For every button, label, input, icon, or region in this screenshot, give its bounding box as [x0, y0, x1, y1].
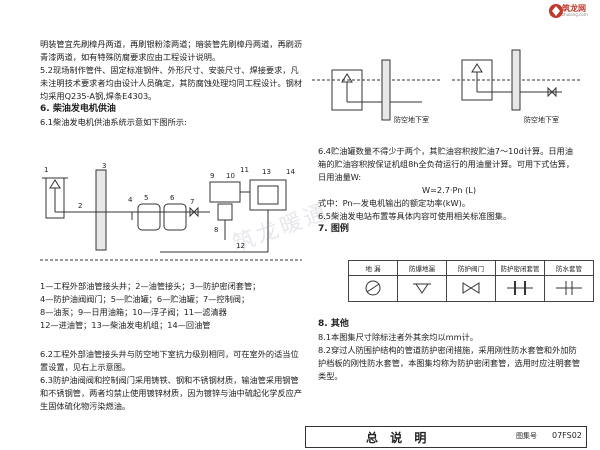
floor-drain-symbol	[348, 275, 398, 302]
diagram-label-5: 5	[144, 194, 148, 202]
symbol-legend-table: 地 漏 防爆地漏 防护阀门 防护密闭套管 防水套管	[348, 260, 594, 302]
logo-site: zhulong.com	[562, 12, 588, 17]
legend-line-1: 1—工程外部油管接头井；2—油管接头；3—防护密闭套管；	[40, 281, 261, 291]
sketch-label-a: 防空地下室	[394, 115, 429, 124]
legend-head-waterproof-sleeve: 防水套管	[544, 260, 594, 276]
heading-6: 6. 柴油发电机供油	[40, 104, 116, 114]
diagram-legend: 1—工程外部油管接头井；2—油管接头；3—防护密闭套管； 4—防护油阀阀门；5—…	[40, 280, 302, 332]
diagram-label-9: 9	[210, 172, 214, 180]
formula: W=2.7·Pn (L)	[421, 185, 477, 195]
heading-7: 7. 图例	[318, 224, 349, 234]
diagram-label-8: 8	[214, 226, 218, 234]
para-6-5: 6.5柴油发电站布置等具体内容可使用相关标准图集。	[318, 211, 512, 221]
diagram-label-11: 11	[240, 166, 249, 174]
legend-head-sealed-sleeve: 防护密闭套管	[495, 260, 545, 276]
fuel-supply-diagram: 1 2 3 4 5 6 7 8 9 10 11 12 13 14	[40, 162, 302, 261]
diagram-label-3: 3	[102, 162, 106, 170]
blast-drain-icon	[413, 283, 431, 294]
right-column-text: 6.4贮油罐数量不得少于两个，其贮油容积按贮油7～10d计算。日用油箱的贮油容积…	[318, 145, 580, 236]
para-6-4-note: 式中：Pn—发电机输出的额定功率(kW)。	[318, 198, 471, 208]
sealed-sleeve-symbol	[495, 275, 545, 302]
para-8-1: 8.1本图集尺寸除标注者外其余均以mm计。	[318, 332, 478, 342]
title-block: 总 说 明 图集号 07FS02	[305, 426, 587, 448]
diagram-label-1: 1	[44, 166, 48, 174]
diagram-label-14: 14	[286, 168, 295, 176]
valve-icon	[462, 281, 480, 294]
atlas-number: 07FS02	[552, 431, 582, 440]
legend-line-2: 4—防护油阀阀门；5—贮油罐；6—贮油罐；7—控制阀；	[40, 294, 250, 304]
sealed-sleeve-icon	[507, 280, 533, 295]
diagram-label-13: 13	[262, 168, 271, 176]
section-8: 8. 其他 8.1本图集尺寸除标注者外其余均以mm计。 8.2穿过人防围护结构的…	[318, 318, 580, 383]
diagram-label-2: 2	[78, 202, 82, 210]
legend-head-floor-drain: 地 漏	[348, 260, 398, 276]
diagram-label-12: 12	[236, 242, 245, 250]
para-8-2: 8.2穿过人防围护结构的管道防护密闭措施，采用刚性防水套管和外加防护档板的刚性防…	[318, 345, 581, 381]
para-6-1: 6.1柴油发电机供油系统示意如下图所示:	[40, 117, 187, 127]
diagram-label-7: 7	[190, 198, 194, 206]
floor-drain-icon	[365, 280, 381, 295]
heading-8: 8. 其他	[318, 319, 349, 329]
protective-valve-symbol	[446, 275, 496, 302]
zhulong-logo-icon	[549, 4, 563, 18]
blast-drain-symbol	[397, 275, 447, 302]
waterproof-sleeve-icon	[556, 280, 582, 295]
diagram-label-4: 4	[128, 196, 133, 204]
atlas-number-label: 图集号	[516, 432, 537, 440]
legend-head-blast-drain: 防爆地漏	[397, 260, 447, 276]
legend-line-3: 8—油泵；9—日用油箱；10—浮子阀；11—滤清器	[40, 307, 227, 317]
para-6-4: 6.4贮油罐数量不得少于两个，其贮油容积按贮油7～10d计算。日用油箱的贮油容积…	[318, 146, 575, 182]
left-column: 明装管宜先刷樟丹两道，再刷银粉漆两道；暗装管先刷樟丹两道，再刷沥青漆两道，如有特…	[40, 38, 302, 129]
para-5-2: 5.2现场制作管件、固定标准钢件、外形尺寸、安装尺寸、焊接要求，凡未注明技术要求…	[40, 65, 303, 101]
legend-line-4: 12—进油管；13—柴油发电机组；14—回油管	[40, 320, 211, 330]
sketch-label-b: 防空地下室	[524, 115, 559, 124]
well-sketches: 防空地下室 防空地下室	[312, 49, 582, 124]
para-6-2: 6.2工程外部油管接头井与防空地下室抗力级别相同，可在室外的适当位置设置，见右上…	[40, 349, 299, 372]
para-5-1-cont: 明装管宜先刷樟丹两道，再刷银粉漆两道；暗装管先刷樟丹两道，再刷沥青漆两道，如有特…	[40, 39, 303, 62]
diagram-label-10: 10	[226, 172, 235, 180]
waterproof-sleeve-symbol	[544, 275, 594, 302]
logo-name: 筑龙网	[562, 4, 586, 13]
legend-head-protective-valve: 防护阀门	[446, 260, 496, 276]
diagram-label-6: 6	[170, 194, 175, 202]
sheet-title: 总 说 明	[366, 431, 431, 445]
para-6-3: 6.3防护油阀阀和控制阀门采用铸铁、钢和不锈钢材质，输油管采用钢管和不锈钢管，两…	[40, 375, 303, 411]
left-lower-text: 6.2工程外部油管接头井与防空地下室抗力级别相同，可在室外的适当位置设置，见右上…	[40, 348, 302, 413]
